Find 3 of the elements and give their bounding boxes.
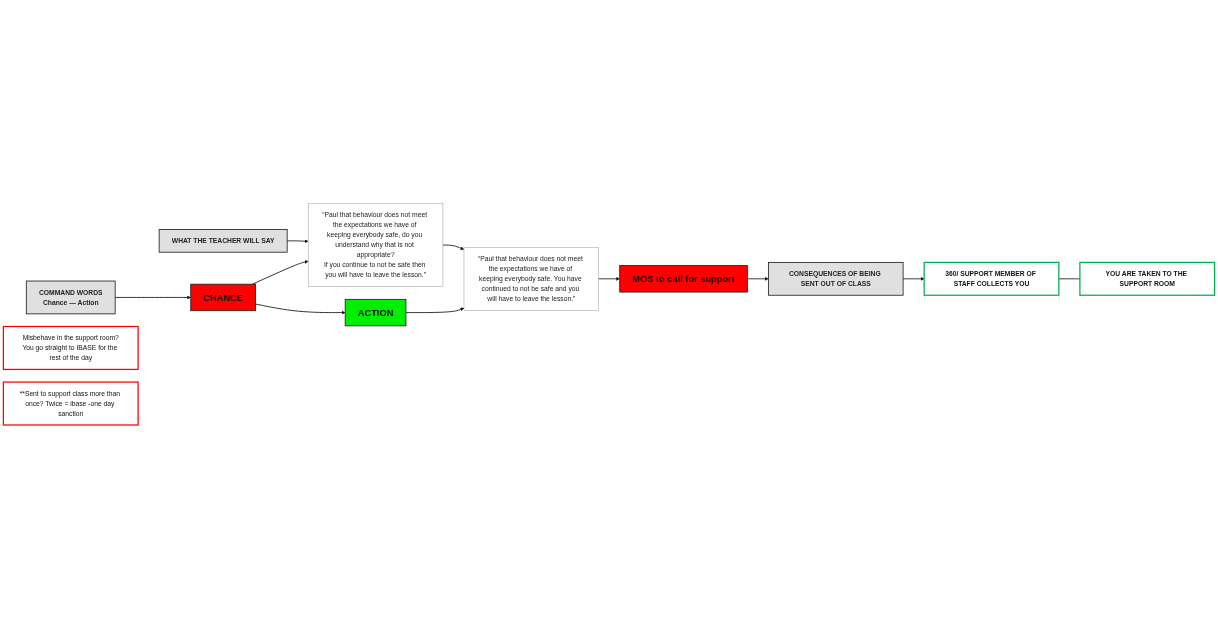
node-box: MOS to call for support <box>619 264 748 293</box>
node-box: ACTION <box>344 298 407 327</box>
node-box: CHANCE <box>190 283 256 311</box>
